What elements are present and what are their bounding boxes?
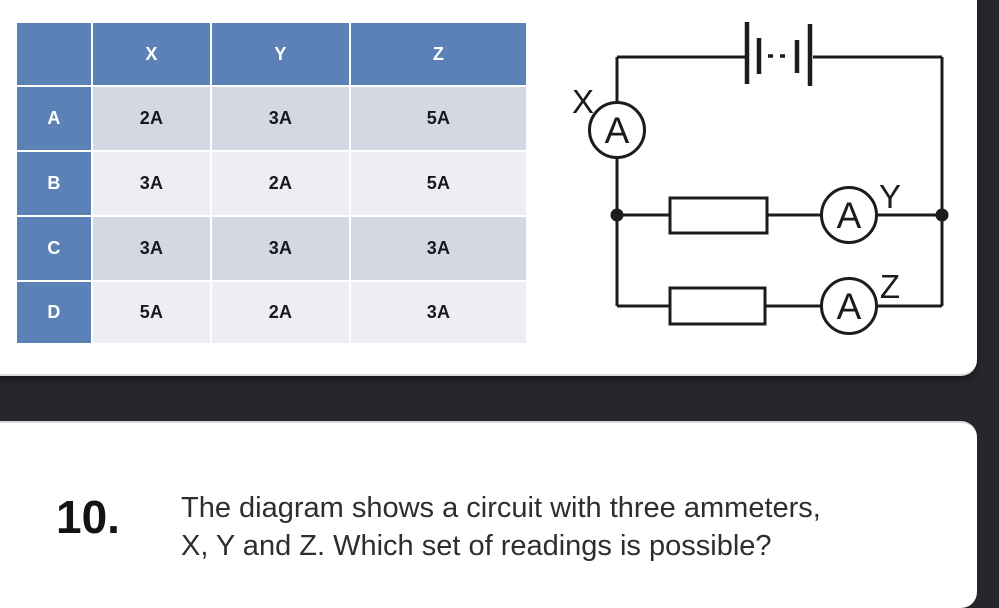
question-text-line2: X, Y and Z. Which set of readings is pos… <box>181 530 772 562</box>
table-col-header-z: Z <box>351 23 526 85</box>
table-cell: 3A <box>351 217 526 280</box>
resistor-icon <box>668 286 767 326</box>
ammeter-y-label: Y <box>879 178 901 215</box>
question-text: The diagram shows a circuit with three a… <box>181 489 961 565</box>
ammeter-z-label: Z <box>880 268 900 305</box>
table-cell: 2A <box>93 87 210 150</box>
readings-table: X Y Z A 2A 3A 5A B 3A 2A 5A C 3A 3A 3A D… <box>17 23 526 343</box>
junction-dot <box>935 208 949 222</box>
table-corner-cell <box>17 23 91 85</box>
table-col-header-x: X <box>93 23 210 85</box>
table-cell: 3A <box>93 217 210 280</box>
table-cell: 2A <box>212 282 349 343</box>
ammeter-x-label: X <box>572 83 594 120</box>
table-cell: 3A <box>212 217 349 280</box>
question-media-card: X Y Z A 2A 3A 5A B 3A 2A 5A C 3A 3A 3A D… <box>0 0 977 376</box>
question-text-line1: The diagram shows a circuit with three a… <box>181 492 821 524</box>
question-text-card <box>0 421 977 608</box>
junction-dot <box>610 208 624 222</box>
table-cell: 3A <box>212 87 349 150</box>
ammeter-x-icon <box>588 101 646 159</box>
table-row-label-b: B <box>17 152 91 215</box>
ammeter-y-symbol: A <box>837 195 862 236</box>
ammeter-y-icon <box>820 186 878 244</box>
table-row-label-d: D <box>17 282 91 343</box>
table-row-label-c: C <box>17 217 91 280</box>
ammeter-z-symbol: A <box>837 286 862 327</box>
table-cell: 5A <box>351 152 526 215</box>
circuit-diagram: A A A X Y Z <box>572 22 949 335</box>
table-row-label-a: A <box>17 87 91 150</box>
table-cell: 5A <box>351 87 526 150</box>
table-cell: 5A <box>93 282 210 343</box>
ammeter-z-icon <box>820 277 878 335</box>
ammeter-x-symbol: A <box>605 110 630 151</box>
question-number: 10. <box>56 491 120 543</box>
table-cell: 2A <box>212 152 349 215</box>
table-cell: 3A <box>351 282 526 343</box>
table-col-header-y: Y <box>212 23 349 85</box>
table-cell: 3A <box>93 152 210 215</box>
resistor-icon <box>668 196 769 235</box>
battery-icon <box>744 22 813 86</box>
